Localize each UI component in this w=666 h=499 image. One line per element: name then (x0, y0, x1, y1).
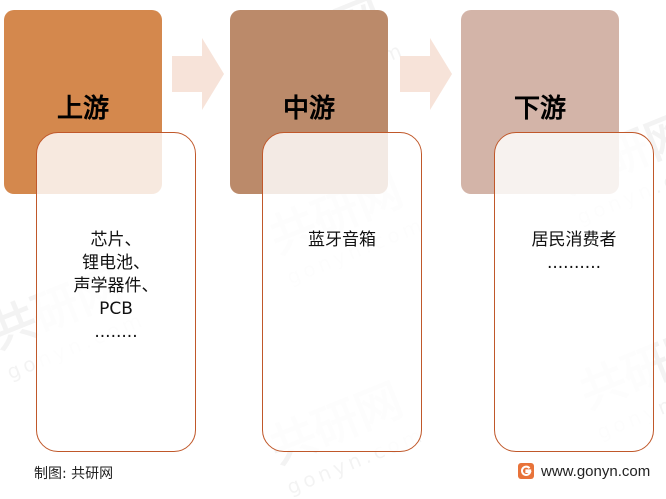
gonyn-logo-icon (518, 463, 534, 479)
stage-item: 蓝牙音箱 (308, 230, 376, 250)
stage-item: 居民消费者 (531, 230, 617, 250)
stage-items-downstream: 居民消费者 .......... (495, 229, 653, 275)
stage-title-downstream: 下游 (513, 94, 566, 124)
website-url: www.gonyn.com (541, 462, 651, 480)
stage-items-upstream: 芯片、 锂电池、 声学器件、 PCB ........ (37, 229, 195, 344)
stage-item: ........ (94, 322, 138, 342)
stage-item: .......... (546, 253, 602, 273)
stage-item: 声学器件、 (73, 276, 159, 296)
flow-arrow-1 (172, 38, 224, 110)
website-footer: www.gonyn.com (518, 461, 650, 481)
stage-item: 芯片、 (90, 230, 142, 250)
stage-title-midstream: 中游 (282, 94, 335, 124)
stage-card-midstream: 蓝牙音箱 (262, 132, 422, 452)
stage-title-upstream: 上游 (56, 94, 109, 124)
stage-card-upstream: 芯片、 锂电池、 声学器件、 PCB ........ (36, 132, 196, 452)
source-caption: 制图: 共研网 (34, 466, 114, 482)
stage-item: 锂电池、 (82, 253, 150, 273)
flow-arrow-2 (400, 38, 452, 110)
stage-card-downstream: 居民消费者 .......... (494, 132, 654, 452)
stage-items-midstream: 蓝牙音箱 (263, 229, 421, 252)
stage-item: PCB (99, 299, 133, 319)
